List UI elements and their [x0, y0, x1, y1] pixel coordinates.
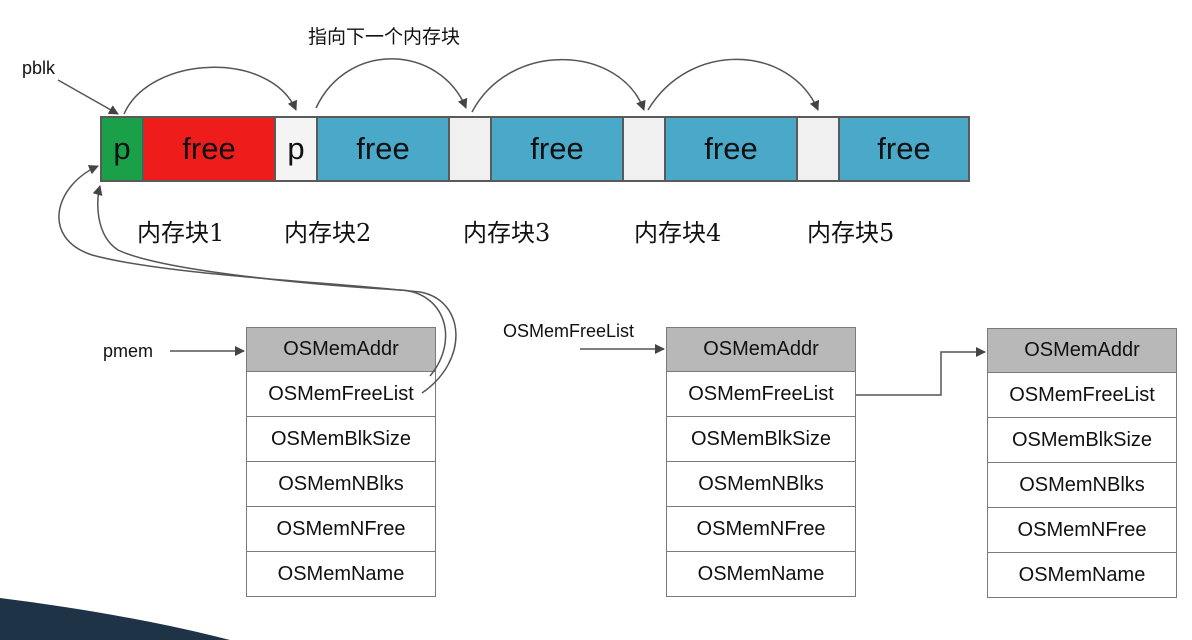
field-os-mem-blk-size: OSMemBlkSize — [246, 417, 436, 462]
field-os-mem-free-list: OSMemFreeList — [987, 373, 1177, 418]
strip-cell-free2: free — [316, 116, 450, 182]
slide-corner-decoration — [0, 598, 230, 640]
field-os-mem-addr: OSMemAddr — [246, 327, 436, 372]
field-os-mem-addr: OSMemAddr — [987, 328, 1177, 373]
strip-cell-text: free — [704, 131, 758, 166]
field-os-mem-blk-size: OSMemBlkSize — [987, 418, 1177, 463]
freelist-label: OSMemFreeList — [503, 321, 635, 341]
strip-cell-text: free — [530, 131, 584, 166]
field-os-mem-addr: OSMemAddr — [666, 327, 856, 372]
field-os-mem-free-list: OSMemFreeList — [246, 372, 436, 417]
field-os-mem-name: OSMemName — [987, 553, 1177, 598]
os-mem-struct-1: OSMemAddr OSMemFreeList OSMemBlkSize OSM… — [246, 327, 436, 597]
pmem-label: pmem — [103, 341, 154, 361]
block-label-3: 内存块3 — [463, 219, 551, 247]
pblk-label: pblk — [22, 58, 56, 78]
os-mem-struct-2: OSMemAddr OSMemFreeList OSMemBlkSize OSM… — [666, 327, 856, 597]
field-os-mem-nblks: OSMemNBlks — [987, 463, 1177, 508]
os-mem-struct-3: OSMemAddr OSMemFreeList OSMemBlkSize OSM… — [987, 328, 1177, 598]
next-arc-3 — [471, 58, 646, 113]
field-os-mem-free-list: OSMemFreeList — [666, 372, 856, 417]
next-block-caption: 指向下一个内存块 — [308, 27, 461, 48]
field-os-mem-nfree: OSMemNFree — [666, 507, 856, 552]
strip-cell-free1: free — [142, 116, 276, 182]
field-os-mem-blk-size: OSMemBlkSize — [666, 417, 856, 462]
strip-cell-text: p — [113, 131, 131, 166]
strip-cell-free4: free — [664, 116, 798, 182]
strip-cell-p2: p — [274, 116, 318, 182]
strip-cell-text: free — [182, 131, 236, 166]
field-os-mem-nfree: OSMemNFree — [987, 508, 1177, 553]
strip-cell-p4 — [622, 116, 666, 182]
field-os-mem-name: OSMemName — [246, 552, 436, 597]
field-os-mem-name: OSMemName — [666, 552, 856, 597]
strip-cell-text: free — [356, 131, 410, 166]
block-label-5: 内存块5 — [807, 219, 895, 247]
strip-cell-free3: free — [490, 116, 624, 182]
freelist-loop-inner — [92, 185, 447, 377]
block-label-2: 内存块2 — [284, 219, 372, 247]
pblk-arrow — [57, 79, 119, 115]
field-os-mem-nfree: OSMemNFree — [246, 507, 436, 552]
strip-cell-text: p — [287, 131, 305, 166]
next-arc-4 — [647, 58, 820, 111]
strip-cell-text: free — [877, 131, 931, 166]
field-os-mem-nblks: OSMemNBlks — [246, 462, 436, 507]
freelist-loop-outer — [58, 165, 457, 394]
field-os-mem-nblks: OSMemNBlks — [666, 462, 856, 507]
block-label-4: 内存块4 — [634, 219, 722, 247]
next-arc-1 — [123, 66, 297, 115]
strip-cell-free5: free — [838, 116, 970, 182]
struct-link-arrow — [856, 347, 986, 396]
block-label-1: 内存块1 — [137, 219, 225, 247]
strip-cell-p3 — [448, 116, 492, 182]
next-arc-2 — [315, 58, 468, 109]
